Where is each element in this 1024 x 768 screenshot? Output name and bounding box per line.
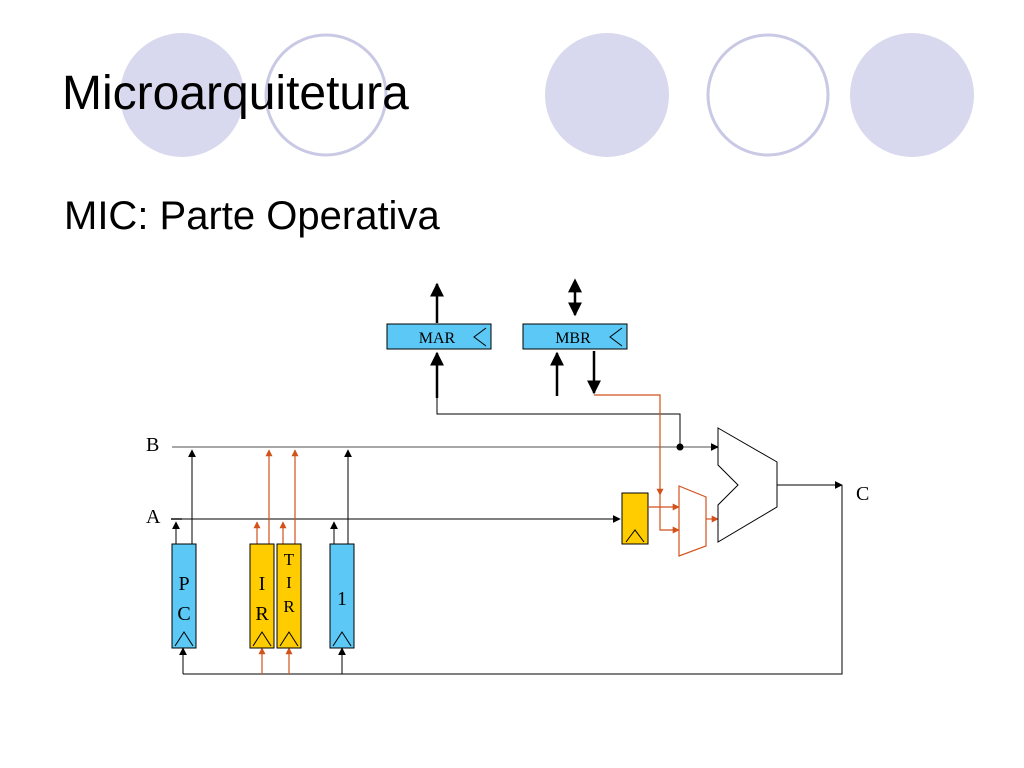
- register-tir-label-3: R: [283, 597, 295, 616]
- register-mbr: MBR: [522, 323, 628, 350]
- decor-circle-filled: [850, 33, 974, 157]
- alu: [717, 427, 778, 543]
- register-tir: T I R: [276, 543, 302, 649]
- register-tir-label-1: T: [284, 550, 295, 569]
- register-pc-label-1: P: [178, 573, 189, 595]
- register-pc-label-2: C: [177, 603, 190, 625]
- slide-subtitle: MIC: Parte Operativa: [64, 194, 440, 238]
- latch-a: [621, 492, 649, 545]
- register-ir-label-1: I: [259, 573, 266, 595]
- slide-title: Microarquitetura: [62, 67, 409, 120]
- register-mar-label: MAR: [419, 330, 456, 347]
- register-one-label: 1: [337, 588, 347, 610]
- bus-b-label: B: [146, 434, 159, 456]
- register-pc: P C: [171, 543, 197, 649]
- decor-circle-filled: [545, 33, 669, 157]
- register-mbr-label: MBR: [555, 330, 591, 347]
- junction-dot: [676, 443, 684, 451]
- register-mar: MAR: [386, 323, 492, 350]
- header-decoration: [120, 33, 974, 157]
- register-ir: I R: [249, 543, 275, 649]
- mbr-path-to-mux: [659, 495, 680, 534]
- bus-c-line: [183, 485, 843, 675]
- mar-to-alu-wire: [436, 398, 681, 447]
- mux-amux: [678, 485, 707, 557]
- decor-circle-filled: [120, 33, 244, 157]
- register-ir-label-2: R: [255, 603, 269, 625]
- bus-c-label: C: [856, 483, 869, 505]
- register-one: 1: [329, 543, 355, 649]
- decor-circle-ring: [706, 33, 830, 157]
- bus-a-label: A: [146, 506, 161, 528]
- mbr-to-mux-path: [594, 394, 664, 496]
- register-tir-label-2: I: [286, 573, 292, 592]
- decor-circle-ring: [264, 33, 388, 157]
